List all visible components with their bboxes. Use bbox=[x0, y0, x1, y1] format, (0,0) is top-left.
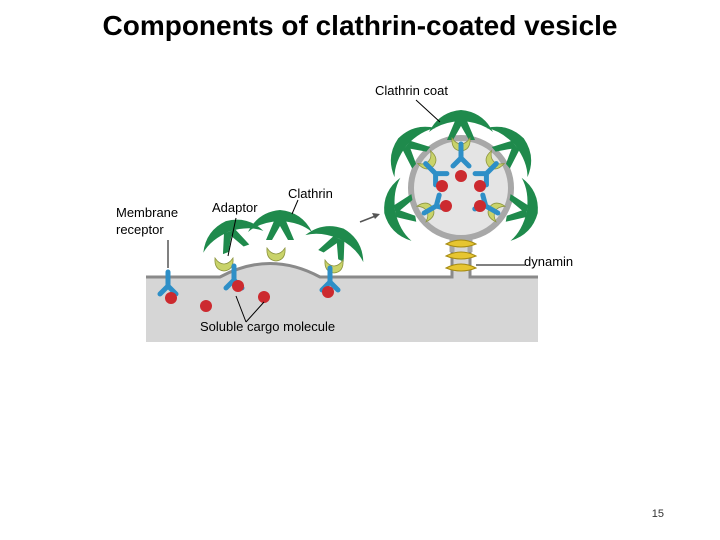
leader-lines bbox=[167, 99, 525, 323]
label-dynamin: dynamin bbox=[524, 254, 573, 269]
cargo-molecules bbox=[165, 280, 334, 312]
label-clathrin-coat: Clathrin coat bbox=[375, 83, 448, 98]
label-membrane-receptor-1: Membrane bbox=[116, 205, 178, 220]
label-adaptor: Adaptor bbox=[212, 200, 258, 215]
label-clathrin: Clathrin bbox=[288, 186, 333, 201]
progression-arrow bbox=[359, 213, 380, 223]
dynamin-ring bbox=[444, 239, 478, 272]
page-number: 15 bbox=[651, 508, 664, 520]
clathrin-pit bbox=[195, 210, 373, 270]
slide-title: Components of clathrin-coated vesicle bbox=[102, 10, 618, 41]
label-soluble-cargo: Soluble cargo molecule bbox=[200, 319, 335, 334]
plasma-membrane bbox=[146, 252, 538, 279]
vesicle-contents bbox=[416, 137, 506, 222]
budding-vesicle bbox=[408, 135, 514, 252]
label-membrane-receptor-2: receptor bbox=[116, 222, 164, 237]
